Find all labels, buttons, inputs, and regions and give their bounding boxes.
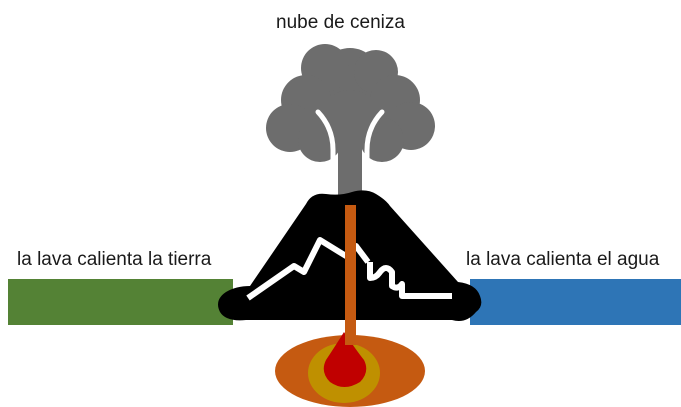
water-strip bbox=[470, 279, 681, 325]
ash-cloud-icon bbox=[266, 44, 435, 198]
ash-cloud-label: nube de ceniza bbox=[276, 12, 405, 33]
water-label: la lava calienta el agua bbox=[466, 249, 660, 270]
magma-chamber-icon bbox=[275, 332, 425, 407]
ash-cloud-veins bbox=[315, 109, 385, 201]
lava-conduit bbox=[345, 205, 356, 345]
land-label: la lava calienta la tierra bbox=[17, 249, 212, 270]
land-strip bbox=[8, 279, 233, 325]
